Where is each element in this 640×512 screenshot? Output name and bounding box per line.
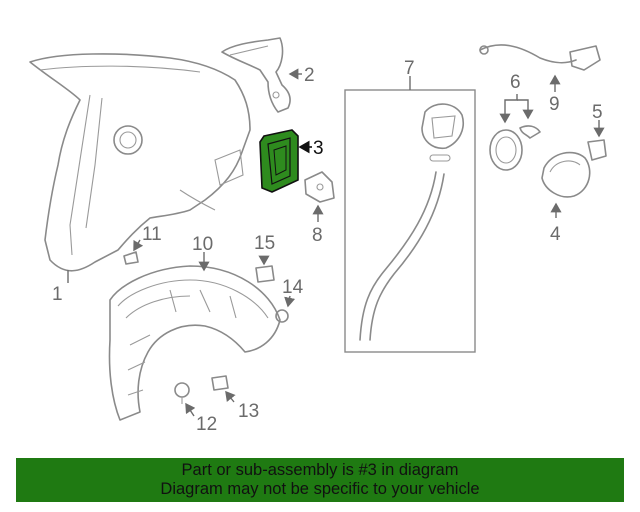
callout-4: 4: [550, 224, 561, 245]
part-clip-13: [211, 375, 229, 391]
part-nut-15: [255, 265, 275, 283]
part-clip-11: [123, 251, 139, 265]
callout-7: 7: [404, 58, 415, 79]
part-grommet-set: [489, 125, 541, 171]
callout-2: 2: [304, 65, 315, 86]
callout-13: 13: [238, 401, 259, 422]
part-screw-14: [275, 309, 289, 323]
info-banner: Part or sub-assembly is #3 in diagram Di…: [16, 458, 624, 502]
part-bracket: [221, 37, 291, 113]
callout-3: 3: [313, 138, 324, 159]
parts-diagram: 1 2 3 8 7 9 6: [29, 37, 607, 435]
leader-14: [284, 295, 296, 308]
callout-6: 6: [510, 72, 521, 93]
part-release-cable: [479, 44, 601, 71]
leader-6a: [499, 94, 518, 124]
leader-11: [133, 239, 144, 252]
callout-1: 1: [52, 284, 63, 305]
callout-14: 14: [282, 277, 304, 298]
callout-9: 9: [549, 94, 560, 115]
part-quarter-panel: [29, 53, 251, 272]
part-fuel-door: [541, 151, 591, 198]
part-filler-pipe: [359, 103, 464, 341]
callout-5: 5: [592, 102, 603, 123]
callout-12: 12: [196, 414, 217, 435]
part-fuel-lid-housing: [259, 129, 299, 193]
callout-10: 10: [192, 234, 213, 255]
part-cap: [587, 139, 607, 161]
leader-6b: [517, 99, 534, 120]
banner-line-2: Diagram may not be specific to your vehi…: [160, 480, 480, 498]
callout-15: 15: [254, 233, 275, 254]
part-small-bracket: [304, 171, 335, 203]
part-filler-pipe-box: [344, 89, 476, 353]
leader-12: [185, 402, 196, 417]
leader-13: [225, 390, 236, 403]
part-fender-liner: [108, 265, 281, 421]
banner-line-1: Part or sub-assembly is #3 in diagram: [181, 461, 459, 479]
callout-8: 8: [312, 225, 323, 246]
part-clip-12: [174, 382, 190, 404]
callout-11: 11: [142, 224, 162, 245]
